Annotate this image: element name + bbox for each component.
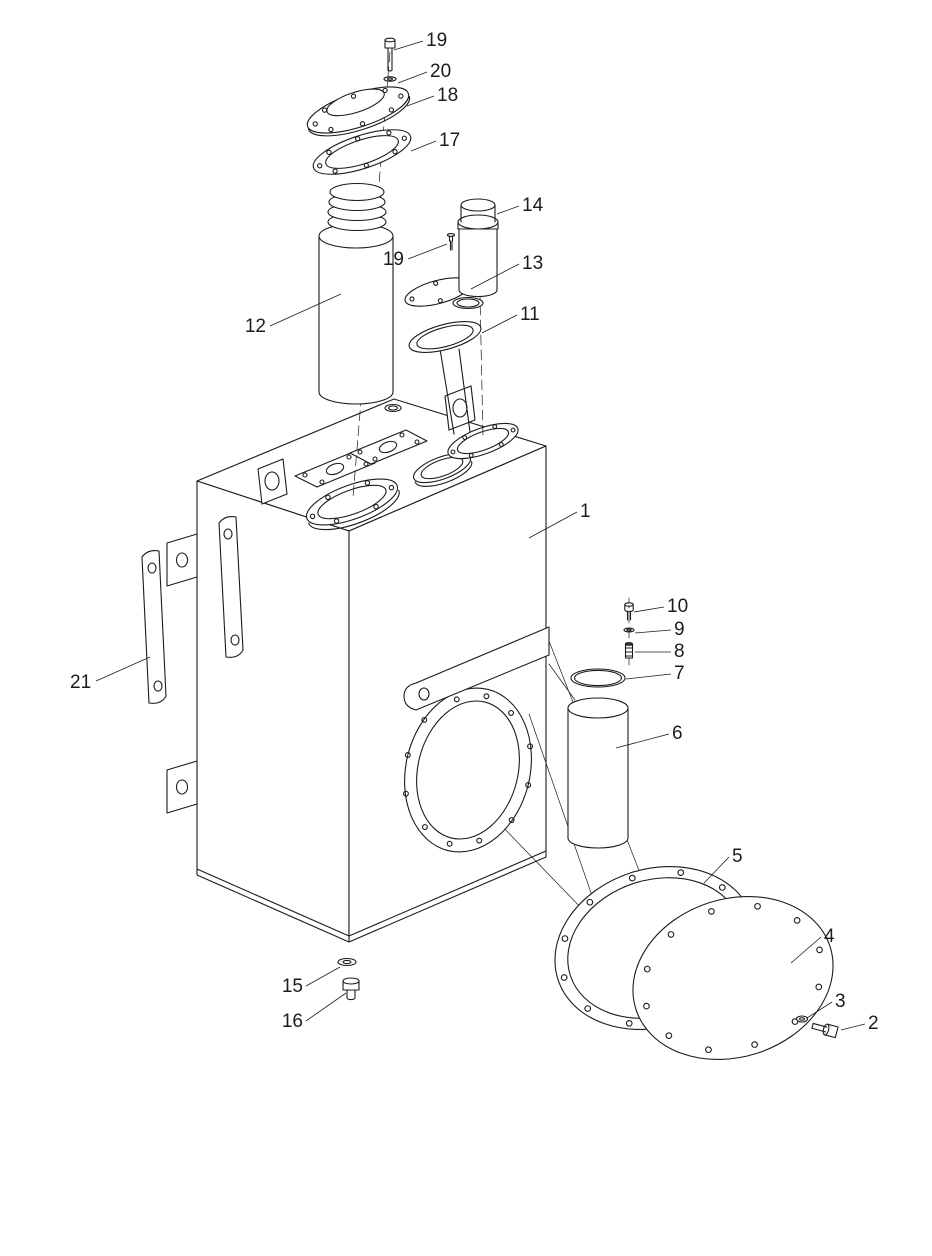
filler-gasket xyxy=(312,129,412,175)
top-tab-right xyxy=(444,385,476,431)
top-flange-right xyxy=(447,422,519,460)
strainer-cylinder xyxy=(318,223,394,405)
cleanout-cover-assembly xyxy=(554,865,839,1061)
callout-19-top: 19 xyxy=(426,30,447,51)
strap-inner xyxy=(218,516,244,658)
callout-10: 10 xyxy=(667,596,688,617)
callout-4: 4 xyxy=(824,926,835,947)
callout-11: 11 xyxy=(520,304,540,325)
callout-21: 21 xyxy=(70,672,91,693)
callout-7: 7 xyxy=(674,663,685,684)
breather-bolt xyxy=(446,233,456,251)
top-plate-left xyxy=(294,451,376,488)
top-tab-left xyxy=(257,458,288,505)
drain-washer xyxy=(337,957,357,967)
callout-16: 16 xyxy=(282,1011,303,1032)
callout-18: 18 xyxy=(437,85,458,106)
callout-8: 8 xyxy=(674,641,685,662)
callout-14: 14 xyxy=(522,195,544,216)
callout-9: 9 xyxy=(674,619,685,640)
callout-1: 1 xyxy=(580,501,591,522)
side-straps xyxy=(141,516,244,814)
side-tab-upper xyxy=(166,533,198,587)
tank-side-opening xyxy=(402,687,534,853)
return-filter-assembly xyxy=(567,597,635,849)
filler-flange xyxy=(305,478,400,531)
drain-bolt xyxy=(342,977,360,1001)
callout-17: 17 xyxy=(439,130,460,151)
breather-assembly xyxy=(404,198,499,439)
tank-top-fittings xyxy=(257,385,519,531)
o-ring xyxy=(570,668,626,688)
top-plug xyxy=(384,403,402,413)
breather-ring xyxy=(452,296,484,310)
breather-cartridge xyxy=(457,198,499,298)
filter-stud xyxy=(624,642,634,659)
callout-3: 3 xyxy=(835,991,846,1012)
callout-19-side: 19 xyxy=(383,249,404,270)
callout-leaders xyxy=(95,40,866,1031)
callout-labels: 19 20 18 17 14 19 13 12 11 1 10 9 8 7 6 … xyxy=(70,30,879,1034)
cover-bolt xyxy=(811,1022,839,1039)
top-plate-right xyxy=(349,429,428,465)
callout-6: 6 xyxy=(672,723,683,744)
callout-15: 15 xyxy=(282,976,303,997)
mounting-bracket xyxy=(403,626,550,711)
callout-12: 12 xyxy=(245,316,266,337)
filler-assembly xyxy=(306,37,412,498)
side-tab-lower xyxy=(166,760,198,814)
breather-gasket xyxy=(408,321,482,353)
strap-outer xyxy=(141,550,167,704)
callout-20: 20 xyxy=(430,61,451,82)
filler-neck-coil xyxy=(327,182,387,232)
cover-washer xyxy=(795,1015,809,1023)
callout-2: 2 xyxy=(868,1013,879,1034)
filler-bolt xyxy=(384,37,396,72)
filter-bolt xyxy=(624,602,634,621)
breather-pipe xyxy=(439,348,471,435)
filter-canister xyxy=(567,697,629,849)
filter-washer xyxy=(623,627,635,633)
cleanout-cover xyxy=(632,895,834,1061)
filler-washer xyxy=(383,76,397,82)
callout-13: 13 xyxy=(522,253,543,274)
callout-5: 5 xyxy=(732,846,743,867)
filler-cover xyxy=(306,86,411,137)
